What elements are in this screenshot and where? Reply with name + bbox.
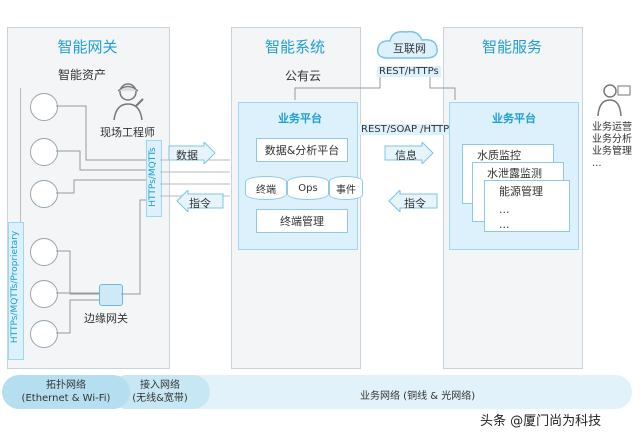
info-arrow (384, 142, 434, 164)
service-item-4: ... (499, 203, 510, 216)
topology-network-text: 拓扑网络 (Ethernet & Wi-Fi) (2, 379, 130, 405)
pipe-icon (30, 180, 58, 208)
access-network-sub: (无线&宽带) (132, 393, 188, 404)
data-arrow (168, 142, 216, 164)
protocol-bar-left (8, 222, 24, 360)
assets-label: 智能资产 (58, 68, 107, 82)
system-title: 智能系统 (264, 38, 325, 56)
service-platform-title: 业务平台 (492, 112, 536, 125)
gauge-icon (30, 320, 58, 348)
analysis-platform: 数据&分析平台 (256, 138, 348, 162)
public-cloud-label: 公有云 (284, 68, 321, 83)
topology-network-band (2, 375, 130, 409)
meter-icon (30, 238, 58, 266)
service-item-2: 水泄露监测 (487, 167, 542, 180)
valve-icon (30, 138, 58, 166)
business-network-label: 业务网络 (铜线 & 光网络) (360, 391, 476, 402)
command-arrow-label: 指令 (189, 197, 211, 210)
sensor-icon (30, 93, 58, 121)
terminal-management: 终端管理 (256, 209, 348, 233)
ops-db: Ops (287, 176, 329, 200)
gateway-title: 智能网关 (57, 38, 118, 56)
right-list: 业务运营 业务分析 业务管理 ... (592, 122, 632, 170)
access-network-text: 接入网络 (无线&宽带) (110, 379, 210, 405)
watermark: 头条 @厦门尚为科技 (480, 414, 602, 429)
edge-label: 边缘网关 (84, 312, 128, 325)
internet-label: 互联网 (393, 42, 426, 55)
access-network-title: 接入网络 (140, 380, 180, 391)
internet-cloud-icon (376, 30, 438, 59)
topology-network-title: 拓扑网络 (46, 380, 86, 391)
service-item-5: ... (499, 218, 510, 231)
command2-arrow (388, 190, 438, 212)
right-list-item-3: 业务管理 (592, 146, 632, 157)
command-arrow (176, 190, 224, 212)
operator-icon (597, 84, 631, 117)
internet-protocol: REST/HTTPs (377, 66, 441, 77)
right-list-item-2: 业务分析 (592, 134, 632, 145)
event-db: 事件 (329, 176, 363, 200)
data-arrow-label: 数据 (176, 149, 198, 162)
command2-arrow-label: 指令 (404, 197, 426, 210)
service-item-3: 能源管理 (499, 185, 543, 198)
service-card-3: 能源管理 ... ... (484, 180, 570, 232)
engineer-icon (113, 83, 144, 121)
engineer-label: 现场工程师 (100, 126, 155, 139)
right-list-item-1: 业务运营 (592, 122, 632, 133)
edge-gateway-icon (99, 284, 123, 306)
service-title: 智能服务 (481, 38, 542, 56)
pump-icon (30, 280, 58, 308)
service-item-1: 水质监控 (477, 149, 521, 162)
middle-protocol: REST/SOAP /HTTPs (359, 124, 457, 135)
topology-network-sub: (Ethernet & Wi-Fi) (21, 393, 111, 404)
info-arrow-label: 信息 (395, 149, 417, 162)
protocol-bar-mqtt (146, 140, 162, 217)
system-platform-title: 业务平台 (278, 112, 322, 125)
right-list-item-4: ... (592, 158, 602, 169)
terminal-db: 终端 (245, 176, 287, 200)
